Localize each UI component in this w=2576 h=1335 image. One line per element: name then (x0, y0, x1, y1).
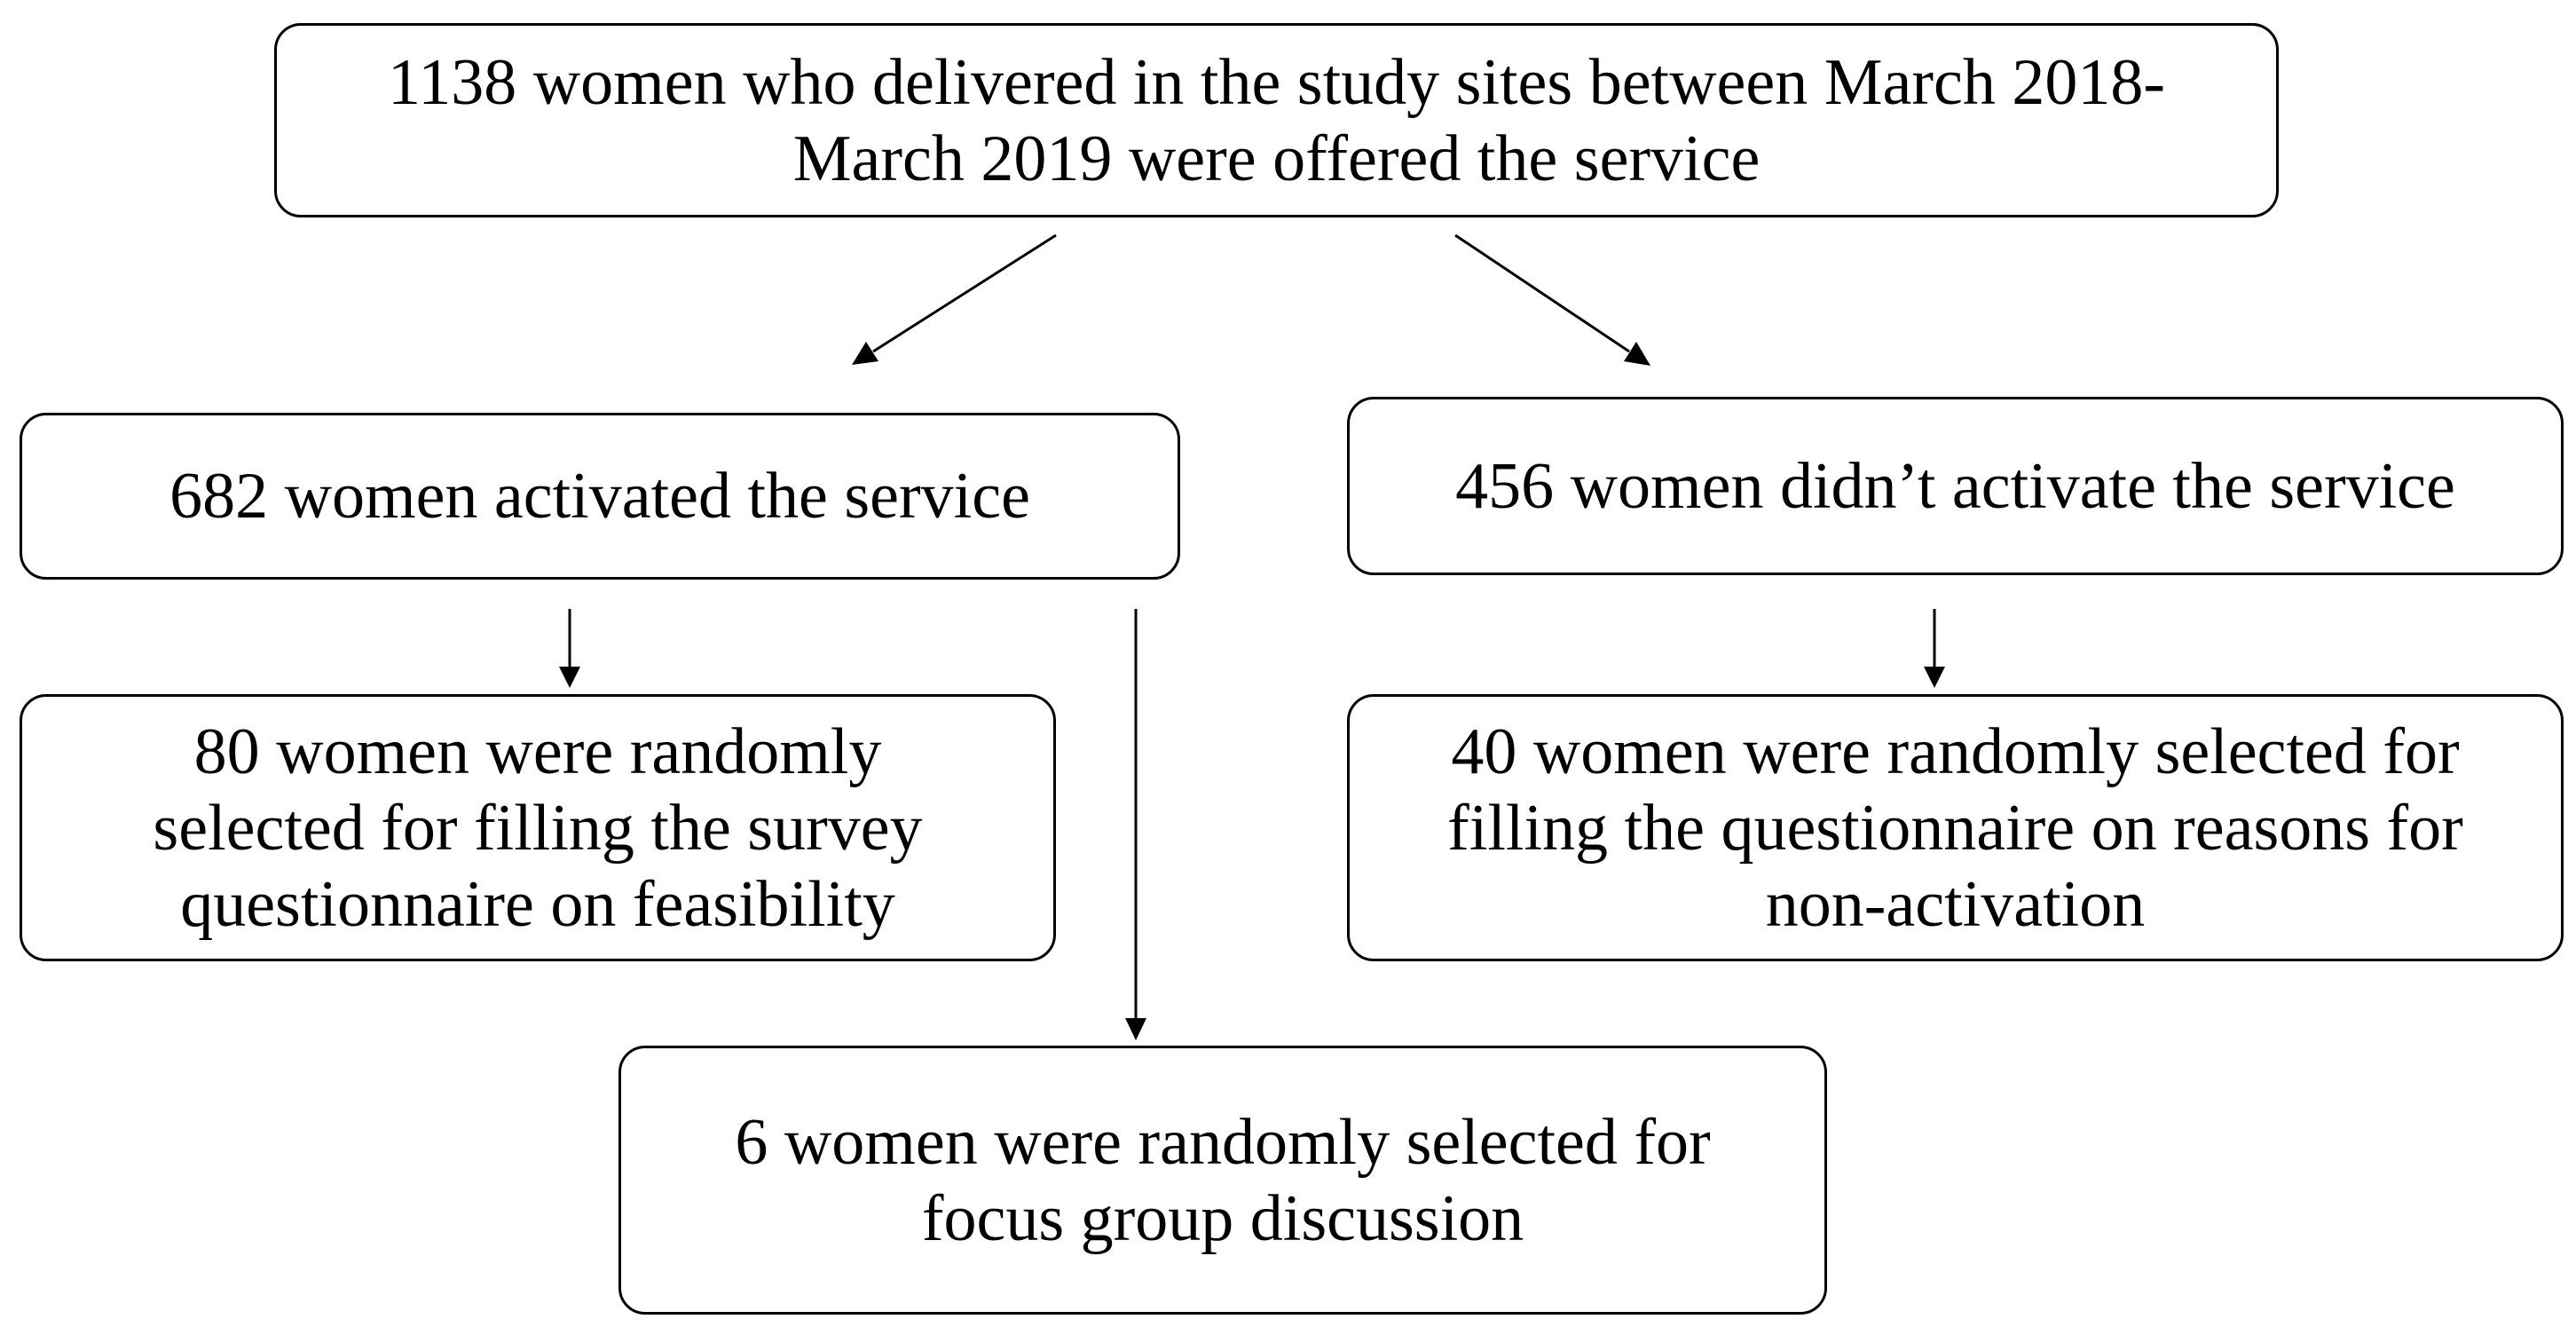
node-activated-text: 682 women activated the service (169, 460, 1030, 533)
node-non-activation-questionnaire-text: 40 women were randomly selected for fill… (1447, 715, 2463, 941)
node-focus-group-text: 6 women were randomly selected for focus… (735, 1105, 1711, 1255)
node-not-activated: 456 women didn’t activate the service (1347, 397, 2564, 575)
edge-offered-to-activated (852, 233, 1057, 365)
edge-activated-to-survey (559, 609, 580, 688)
node-activated: 682 women activated the service (20, 413, 1180, 580)
node-offered: 1138 women who delivered in the study si… (274, 23, 2279, 217)
node-focus-group: 6 women were randomly selected for focus… (618, 1046, 1827, 1315)
edge-not-activated-to-non-activation-questionnaire (1924, 609, 1945, 688)
node-non-activation-questionnaire: 40 women were randomly selected for fill… (1347, 694, 2564, 961)
node-survey-text: 80 women were randomly selected for fill… (153, 715, 923, 941)
node-survey: 80 women were randomly selected for fill… (20, 694, 1056, 961)
node-offered-text: 1138 women who delivered in the study si… (387, 45, 2166, 195)
edge-activated-to-focus-group (1125, 609, 1146, 1040)
edge-offered-to-not-activated (1454, 233, 1650, 366)
node-not-activated-text: 456 women didn’t activate the service (1455, 449, 2455, 523)
